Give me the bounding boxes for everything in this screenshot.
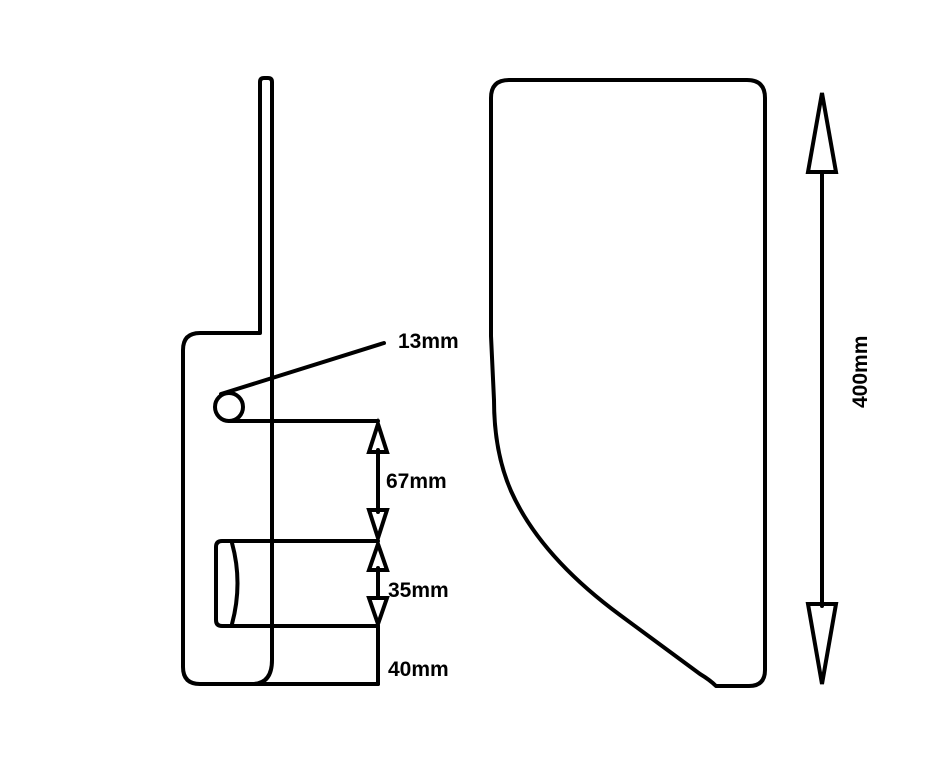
slot-outline xyxy=(214,539,380,628)
side-view-outline xyxy=(181,76,274,686)
hole-leader-upper xyxy=(219,341,386,396)
side-dimensions xyxy=(366,417,390,686)
total-height-dimension xyxy=(805,92,839,685)
dim-400-arrow-top xyxy=(805,92,839,174)
front-view-outline xyxy=(489,78,767,688)
mounting-hole xyxy=(213,391,245,423)
dim-35-arrow-bottom xyxy=(366,596,390,631)
dim-400-arrow-bottom xyxy=(805,602,839,685)
dim-35-arrow-top xyxy=(366,537,390,572)
label-35mm: 35mm xyxy=(388,579,449,602)
label-40mm: 40mm xyxy=(388,658,449,681)
label-13mm: 13mm xyxy=(398,330,459,353)
dim-67-arrow-bottom xyxy=(366,508,390,545)
label-400mm: 400mm xyxy=(849,336,872,408)
dim-67-arrow-top xyxy=(366,417,390,454)
slot-inner-curve xyxy=(230,541,240,626)
label-67mm: 67mm xyxy=(386,470,447,493)
side-view xyxy=(181,76,386,686)
front-view xyxy=(489,78,767,688)
